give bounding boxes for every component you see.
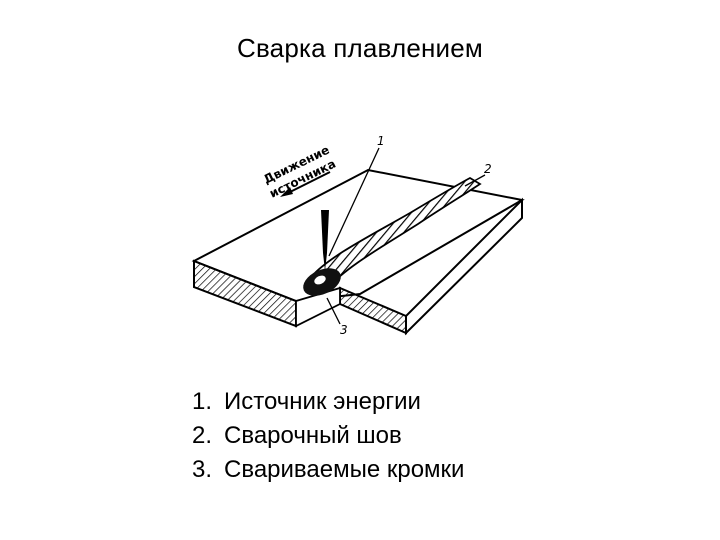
molten-spot <box>314 275 326 285</box>
weld-bead <box>310 176 482 290</box>
legend-text: Сварочный шов <box>224 422 402 449</box>
callout-3: 3 <box>340 323 348 337</box>
legend-item: 2. Сварочный шов <box>192 419 464 453</box>
legend-number: 3. <box>192 456 213 483</box>
callout-1: 1 <box>377 134 385 148</box>
legend-item: 1. Источник энергии <box>192 385 464 419</box>
energy-source-arrow <box>321 210 329 271</box>
leader-line-2 <box>464 174 486 187</box>
callout-2: 2 <box>484 162 492 176</box>
welding-diagram: Движение источника 1 2 3 <box>180 128 540 360</box>
welding-diagram-svg: Движение источника 1 2 3 <box>191 134 525 337</box>
legend-list: 1. Источник энергии 2. Сварочный шов 3. … <box>192 385 464 487</box>
legend-number: 1. <box>192 388 213 415</box>
legend-item: 3. Свариваемые кромки <box>192 453 464 487</box>
legend-text: Источник энергии <box>224 388 421 415</box>
leader-line-1 <box>328 147 380 257</box>
right-plate-section <box>339 286 407 335</box>
legend-number: 2. <box>192 422 213 449</box>
legend-text: Свариваемые кромки <box>224 456 465 483</box>
slide-title: Сварка плавлением <box>236 33 484 63</box>
leader-line-3 <box>326 297 341 325</box>
direction-arrow <box>280 171 331 197</box>
